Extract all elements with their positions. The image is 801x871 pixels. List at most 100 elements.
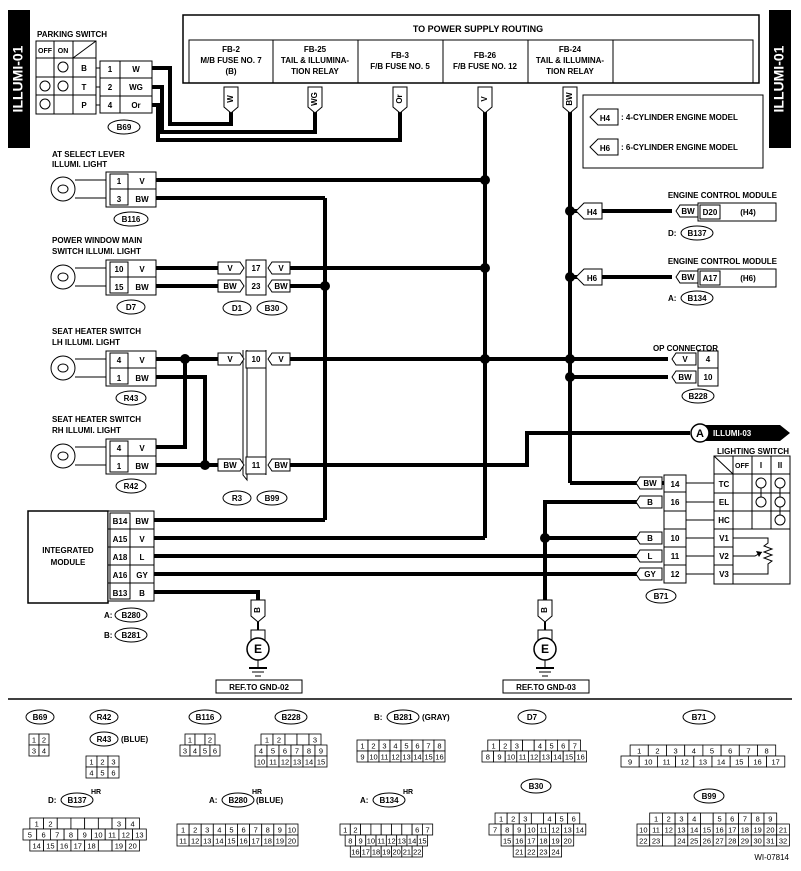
ls-col-off: OFF [735, 463, 750, 470]
pin-number: 14 [717, 758, 725, 767]
pin-number: 15 [227, 837, 235, 846]
pin-number: 26 [703, 837, 711, 846]
fuse-5-wire-color: BW [565, 92, 574, 106]
pin-number: 5 [100, 769, 104, 778]
ls-term-v3: V3 [719, 570, 729, 579]
pin-number: 14 [215, 837, 223, 846]
key-b69-label: B69 [33, 713, 48, 722]
pin-cell [97, 817, 113, 830]
seat-rh-title-1: SEAT HEATER SWITCH [52, 415, 141, 424]
pin-number: 10 [257, 758, 265, 767]
pin-number: 13 [135, 831, 143, 840]
pin-number: 10 [288, 826, 296, 835]
pin-number: 3 [382, 742, 386, 751]
ecm-h6-title: ENGINE CONTROL MODULE [668, 257, 778, 266]
pw-pin-15: 15 [115, 283, 124, 292]
pin-number: 16 [753, 758, 761, 767]
pin-number: 12 [191, 837, 199, 846]
key-b280-label: B280 [228, 796, 248, 805]
seat-rh-pin-4: 4 [117, 444, 122, 453]
ecm-h6-tag: H6 [587, 274, 598, 283]
pin-number: 2 [503, 742, 507, 751]
ecm-h4-tag: H4 [587, 208, 598, 217]
fuse-1-line-3: (B) [225, 67, 236, 76]
pin-number: 16 [576, 753, 584, 762]
key-r43-label: R43 [97, 735, 112, 744]
key-b281-note: (GRAY) [422, 713, 450, 722]
pin-number: 2 [655, 747, 659, 756]
key-b280-prefix: A: [209, 796, 217, 805]
pin-number: 15 [317, 758, 325, 767]
pin-cell [285, 834, 299, 847]
key-b280-note: HR [252, 789, 262, 796]
fuse-3-line-2: F/B FUSE NO. 5 [370, 62, 430, 71]
pin-number: 4 [89, 769, 93, 778]
pin-number: 10 [367, 837, 375, 846]
pin-number: 20 [563, 837, 571, 846]
key-b134-label: B134 [379, 796, 399, 805]
pin-number: 2 [667, 815, 671, 824]
ecm-h4-title: ENGINE CONTROL MODULE [668, 191, 778, 200]
integrated-wire-5: B [139, 589, 145, 598]
seat-lh-mid-wire2: V [278, 355, 284, 364]
pin-number: 10 [507, 753, 515, 762]
pin-number: 17 [362, 848, 370, 857]
at-lever-pin-3: 3 [117, 195, 122, 204]
integrated-wire-1: BW [135, 517, 149, 526]
seat-lh-mid-wire: V [227, 355, 233, 364]
pin-number: 18 [372, 848, 380, 857]
pin-cell [662, 834, 676, 847]
pin-number: 7 [746, 747, 750, 756]
pin-cell [433, 750, 446, 763]
pin-number: 17 [74, 842, 82, 851]
pw-title-2: SWITCH ILLUMI. LIGHT [52, 247, 141, 256]
ls-col-ii: II [778, 461, 782, 470]
op-wire-1: V [682, 355, 688, 364]
key-d7-label: D7 [527, 713, 538, 722]
pin-number: 2 [193, 826, 197, 835]
pin-number: 13 [677, 826, 685, 835]
pin-number: 18 [539, 837, 547, 846]
pin-number: 10 [639, 826, 647, 835]
at-select-lever-light: AT SELECT LEVER ILLUMI. LIGHT 1 3 V BW B… [50, 150, 157, 227]
fuse-5-line-2: TAIL & ILLUMINA- [536, 56, 604, 65]
side-tab-label: ILLUMI-01 [10, 45, 26, 112]
pin-number: 22 [413, 848, 421, 857]
pin-number: 4 [217, 826, 221, 835]
pin-number: 2 [100, 758, 104, 767]
key-b281-label: B281 [393, 713, 413, 722]
ground-left-wire: B [253, 607, 262, 613]
pin-number: 17 [772, 758, 780, 767]
pin-number: 17 [527, 837, 535, 846]
integrated-conn-a-prefix: A: [104, 611, 112, 620]
ground-right-symbol: E [541, 642, 549, 656]
legend-h6-tag: H6 [600, 144, 611, 153]
pw-mid-pin-17: 17 [252, 264, 261, 273]
parking-wire-2: WG [129, 83, 143, 92]
pin-number: 8 [437, 742, 441, 751]
pin-number: 12 [122, 831, 130, 840]
ground-right-wire: B [540, 607, 549, 613]
pin-number: 6 [730, 815, 734, 824]
integrated-pin-a16: A16 [113, 571, 128, 580]
pin-number: 1 [32, 736, 36, 745]
seat-lh-title-2: LH ILLUMI. LIGHT [52, 338, 120, 347]
ls-term-v1: V1 [719, 534, 729, 543]
key-b137-label: B137 [67, 796, 87, 805]
op-connector-id: B228 [688, 392, 708, 401]
pin-number: 3 [117, 820, 121, 829]
fuse-3-line-1: FB-3 [391, 51, 409, 60]
ground-left: B E REF.TO GND-02 [215, 599, 303, 694]
key-b134-prefix: A: [360, 796, 368, 805]
pin-number: 19 [753, 826, 761, 835]
power-supply-routing: TO POWER SUPPLY ROUTING FB-2 M/B FUSE NO… [182, 14, 760, 84]
at-lever-pin-1: 1 [117, 177, 122, 186]
pin-number: 2 [42, 736, 46, 745]
pw-connector2-id: D1 [232, 304, 243, 313]
